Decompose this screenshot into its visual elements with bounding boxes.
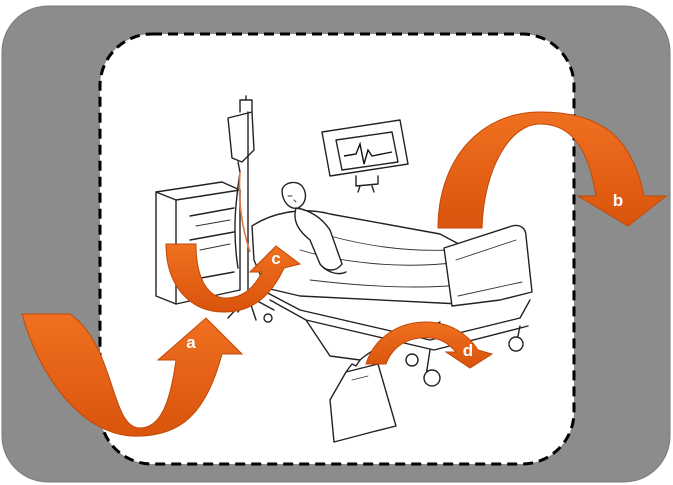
arrow-a-label: a	[186, 333, 196, 352]
arrow-b-label: b	[613, 191, 623, 210]
arrow-c-label: c	[271, 249, 280, 268]
arrow-d-label: d	[463, 341, 473, 360]
